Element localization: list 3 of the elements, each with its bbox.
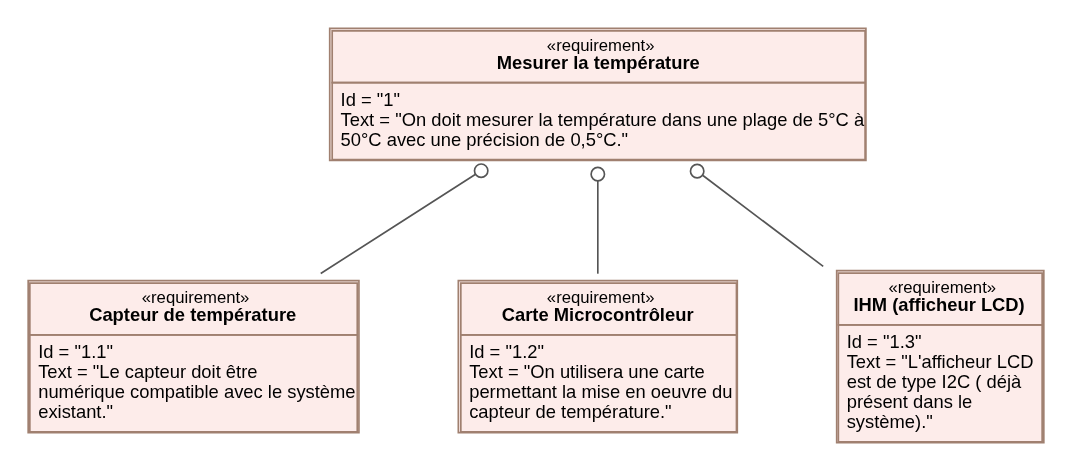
connector <box>319 162 489 274</box>
connector <box>590 166 606 275</box>
connector <box>689 163 825 267</box>
